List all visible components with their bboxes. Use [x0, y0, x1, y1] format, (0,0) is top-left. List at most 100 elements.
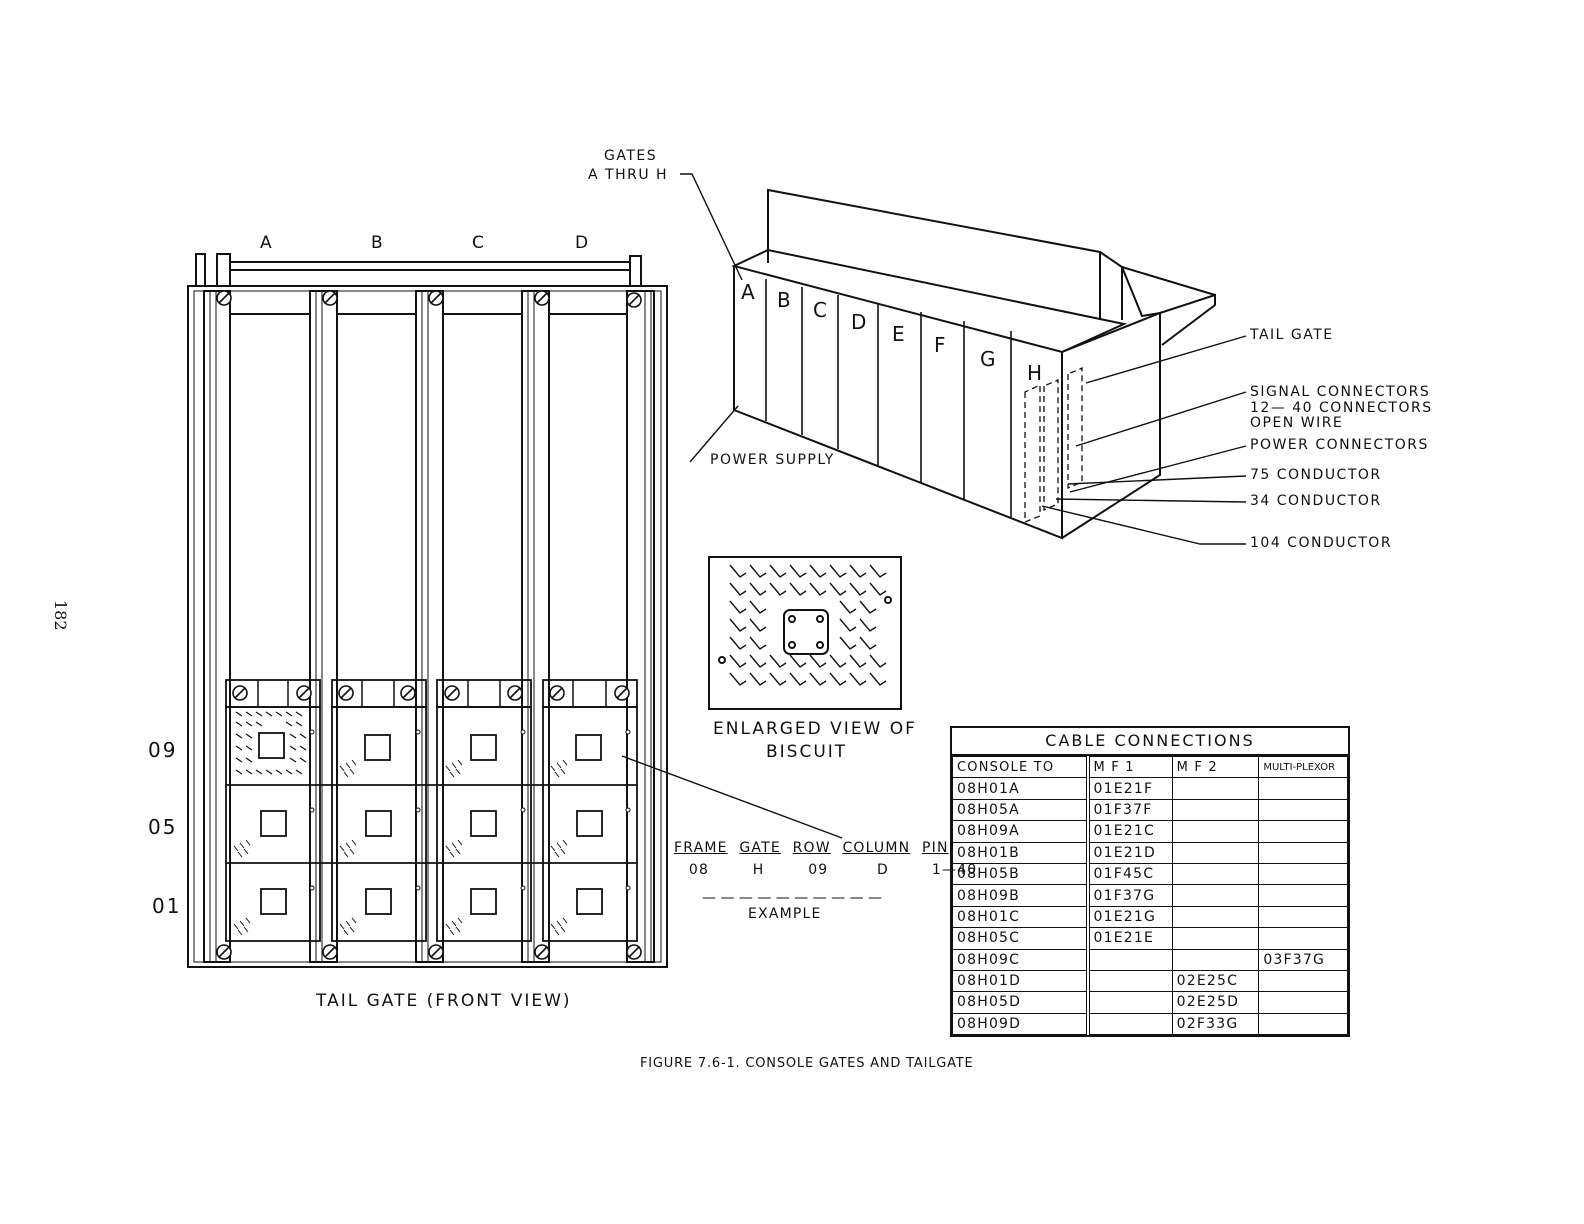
cell-multiplexor	[1258, 884, 1348, 907]
cell-multiplexor	[1258, 820, 1348, 843]
cell-console: 08H01D	[951, 969, 1090, 993]
header-mf2: M F 2	[1171, 755, 1260, 779]
table-row: 08H01D 02E25C	[951, 969, 1348, 993]
cell-mf2	[1171, 798, 1260, 822]
gate-letter: F	[934, 333, 946, 357]
signal-connectors-callout: SIGNAL CONNECTORS	[1250, 384, 1431, 400]
example-label: EXAMPLE	[748, 906, 822, 922]
power-supply-label: POWER SUPPLY	[710, 452, 835, 468]
cell-mf2	[1171, 862, 1260, 886]
cell-multiplexor: 03F37G	[1258, 948, 1348, 971]
cell-mf1	[1087, 991, 1173, 1014]
cell-multiplexor	[1258, 777, 1348, 800]
column-label-d: D	[575, 233, 591, 253]
example-header: ROW	[792, 840, 831, 856]
example-header: FRAME	[674, 840, 728, 856]
cell-console: 08H05D	[951, 991, 1090, 1014]
cell-console: 08H05B	[951, 862, 1090, 886]
row-label-01: 01	[152, 894, 182, 918]
tail-gate-front-view	[187, 253, 668, 968]
gate-letter: G	[980, 347, 996, 371]
cell-mf2: 02E25D	[1171, 991, 1260, 1014]
gate-letter: A	[741, 280, 755, 304]
cell-multiplexor	[1258, 841, 1348, 864]
biscuit-caption-2: BISCUIT	[766, 742, 848, 762]
cell-mf1: 01F37G	[1087, 884, 1173, 907]
address-example: FRAME GATE ROW COLUMN PIN 08 H 09 D 1—40…	[674, 840, 987, 922]
biscuit-pins	[729, 564, 887, 686]
gate-letters: A B C D E F G H	[741, 280, 1042, 385]
example-headers: FRAME GATE ROW COLUMN PIN	[674, 840, 987, 856]
cell-multiplexor	[1258, 798, 1348, 822]
cell-console: 08H01B	[951, 841, 1090, 864]
power-connectors-callout: POWER CONNECTORS	[1250, 437, 1429, 453]
row-label-05: 05	[148, 815, 178, 839]
cell-mf1	[1087, 1012, 1173, 1036]
row-label-09: 09	[148, 738, 178, 762]
page-number: 182	[51, 600, 70, 631]
cell-mf2: 02E25C	[1171, 969, 1260, 993]
cell-multiplexor	[1258, 991, 1348, 1014]
example-values: 08 H 09 D 1—40	[674, 862, 987, 878]
signal-connectors-type: OPEN WIRE	[1250, 415, 1344, 431]
table-row: 08H05D 02E25D	[951, 991, 1348, 1014]
cell-console: 08H09A	[951, 820, 1090, 843]
cell-console: 08H05A	[951, 798, 1090, 822]
cell-multiplexor	[1258, 1012, 1348, 1036]
cell-mf2	[1171, 777, 1260, 800]
cell-mf1: 01E21F	[1087, 777, 1173, 800]
example-header: COLUMN	[842, 840, 911, 856]
cell-multiplexor	[1258, 927, 1348, 950]
header-multiplexor: MULTI-PLEXOR	[1258, 755, 1348, 779]
console-perspective	[731, 188, 1216, 540]
conductor-75-callout: 75 CONDUCTOR	[1250, 467, 1382, 483]
leader-lines	[621, 173, 1247, 839]
example-value: 09	[808, 862, 829, 878]
gates-range-label: A THRU H	[588, 167, 669, 183]
example-header: PIN	[922, 840, 949, 856]
column-label-c: C	[472, 233, 486, 253]
cable-connections-table: CABLE CONNECTIONS CONSOLE TO M F 1 M F 2…	[950, 726, 1350, 1038]
example-value: 08	[688, 862, 710, 878]
cell-mf2: 02F33G	[1171, 1012, 1260, 1036]
table-header-row: CONSOLE TO M F 1 M F 2 MULTI-PLEXOR	[951, 755, 1348, 779]
tail-gate-callout: TAIL GATE	[1250, 327, 1334, 343]
cell-mf2	[1171, 841, 1260, 864]
example-value: D	[876, 862, 889, 878]
gate-letter: E	[892, 322, 905, 346]
example-value: H	[752, 862, 765, 878]
signal-connectors-count: 12— 40 CONNECTORS	[1250, 400, 1433, 416]
gates-label: GATES	[604, 148, 658, 164]
example-dashes: — — — — — — — — — —	[702, 890, 883, 906]
cell-mf1	[1087, 948, 1173, 971]
cell-console: 08H01C	[951, 905, 1090, 929]
cell-console: 08H09D	[951, 1012, 1090, 1036]
cell-console: 08H05C	[951, 927, 1090, 950]
conductor-34-callout: 34 CONDUCTOR	[1250, 493, 1382, 509]
cell-mf1: 01E21C	[1087, 820, 1173, 843]
biscuit-hatching	[233, 711, 631, 936]
cell-mf1: 01E21E	[1087, 927, 1173, 950]
cable-table: CONSOLE TO M F 1 M F 2 MULTI-PLEXOR 08H0…	[951, 755, 1348, 1036]
gate-letter: B	[777, 288, 791, 312]
cell-mf1: 01F37F	[1087, 798, 1173, 822]
table-row: 08H09D 02F33G	[951, 1012, 1348, 1036]
example-header: GATE	[739, 840, 781, 856]
cell-mf2	[1171, 948, 1260, 971]
enlarged-biscuit	[708, 556, 902, 710]
cell-mf2	[1171, 927, 1260, 950]
cell-mf2	[1171, 884, 1260, 907]
cell-mf1: 01F45C	[1087, 862, 1173, 886]
screws	[216, 290, 642, 960]
conductor-104-callout: 104 CONDUCTOR	[1250, 535, 1393, 551]
cell-mf2	[1171, 820, 1260, 843]
